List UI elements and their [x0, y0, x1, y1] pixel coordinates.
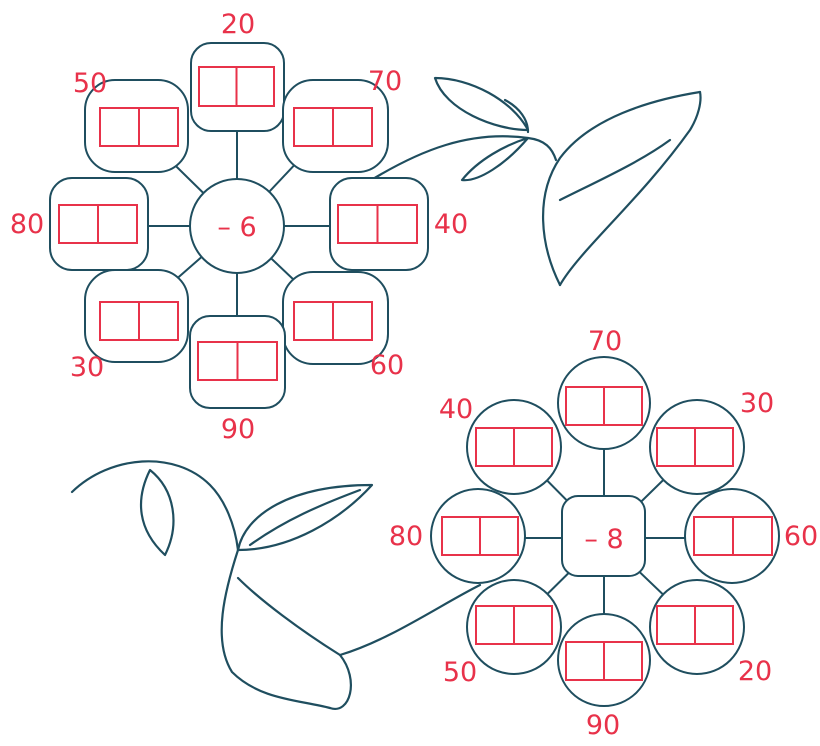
flower-1-petal-label: 20 [221, 9, 255, 40]
flower-1-petal-label: 30 [70, 352, 104, 383]
flower-1-petal-label: 70 [368, 66, 402, 97]
flower-2-petal-label: 50 [443, 657, 477, 688]
flower-2-petal-6 [467, 580, 561, 674]
flower-2-petal-label: 30 [740, 388, 774, 419]
flower-1-petal-label: 60 [370, 350, 404, 381]
flower-2-center-label: – 8 [584, 524, 623, 555]
flower-1-petal-label: 80 [10, 209, 44, 240]
flower-1-center-label: – 6 [217, 212, 256, 243]
flower-2-petal-8 [467, 400, 561, 494]
flower-1-petal-label: 90 [221, 414, 255, 445]
flower-2-petal-label: 20 [738, 656, 772, 687]
flower-2-petal-label: 80 [389, 521, 423, 552]
flower-1-petal-label: 40 [434, 209, 468, 240]
flower-2-petal-label: 90 [586, 710, 620, 741]
flower-2-petal-3 [685, 489, 779, 583]
flower-1-petal-5 [190, 316, 285, 408]
flower-2-petal-label: 40 [439, 394, 473, 425]
flower-2-petal-4 [650, 580, 744, 674]
flower-1-petal-3 [330, 178, 428, 270]
flower-2-petal-2 [650, 400, 744, 494]
flower-2-petal-label: 60 [784, 521, 818, 552]
flower-2-petal-1 [558, 357, 650, 449]
flower-2-petal-7 [431, 489, 525, 583]
flower-2-petal-5 [558, 614, 650, 706]
flower-1-petal-1 [191, 43, 284, 131]
flower-2-petal-label: 70 [588, 326, 622, 357]
flower-1-petal-6 [85, 270, 188, 362]
flower-1-petal-7 [50, 178, 148, 270]
flower-1-petal-label: 50 [73, 68, 107, 99]
stem-with-leaves-icon [72, 461, 480, 709]
